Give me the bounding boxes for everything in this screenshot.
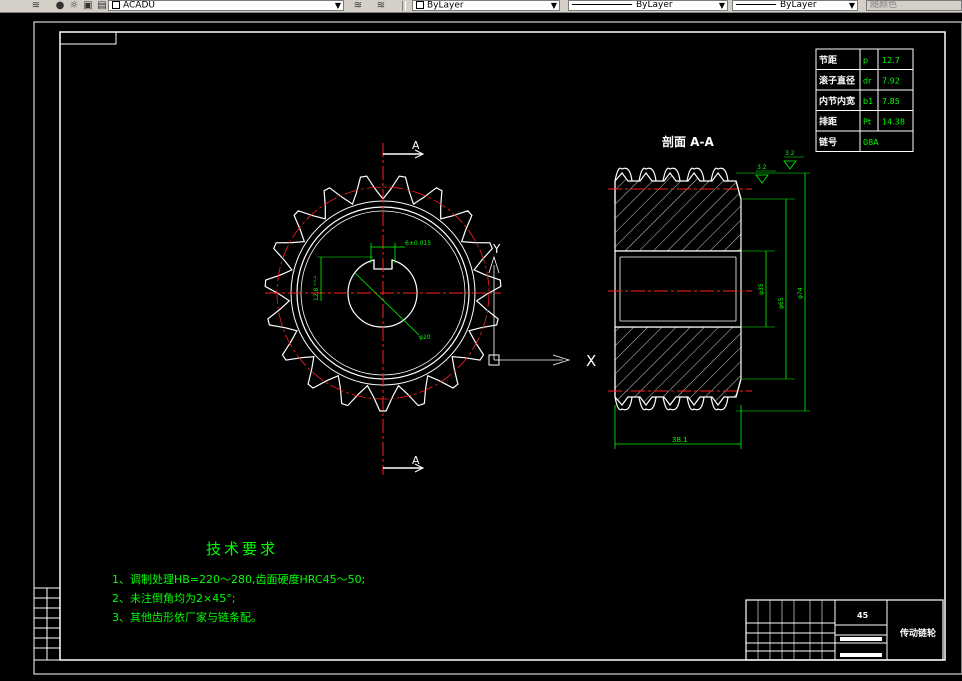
param-value: 7.85 [882,97,900,106]
layer-on-icon[interactable]: ● [55,0,65,11]
chevron-down-icon: ▼ [550,1,557,10]
chevron-down-icon: ▼ [334,1,341,10]
layer-color-swatch [112,1,120,9]
make-current-layer-icon[interactable]: ≋ [353,0,363,11]
keyway-depth-dim-text: 12.8 ⁺⁰·¹ [313,275,320,301]
root-dim-text: φ65 [778,297,785,309]
section-bottom-teeth [614,375,742,411]
color-dropdown[interactable]: ByLayer ▼ [412,0,560,11]
layer-plot-icon[interactable]: ▤ [97,0,107,11]
sheet-outer-border [33,21,962,675]
bore-dim-text: φ20 [419,334,431,341]
param-label: 内节内宽 [819,95,855,107]
ucs-y-arrow [488,255,500,274]
width-dim-text: 38.1 [672,436,688,444]
ucs-y-label: Y [492,242,501,256]
pitch-circle [276,186,490,400]
plotstyle-dropdown[interactable]: 随颜色 [866,0,962,11]
toolbar-separator [402,1,406,11]
parameter-table: 节距 p 12.7 滚子直径 dr 7.92 内节内宽 b1 7.85 排距 Pt 14.38 链号 08… [815,48,914,152]
tech-req-item-1: 1、调制处理HB=220～280,齿面硬度HRC45～50; [112,572,365,586]
tech-req-title: 技术要求 [206,540,278,558]
chamfer-text-b: 3.2 [785,150,795,157]
properties-toolbar: ≋ ● ☼ ▣ ▤ ACADU ▼ ≋ ≋ ByLayer ▼ ByLayer … [0,0,962,13]
tech-req-item-2: 2、未注倒角均为2×45°; [112,591,235,605]
lineweight-preview [736,4,776,5]
section-view-a-a: 剖面 A-A 38.1 φ35 φ65 φ74 [608,134,810,449]
param-label: 链号 [819,136,837,148]
drawing-svg: 6±0.015 12.8 ⁺⁰·¹ φ20 X Y A A 剖面 A-A [33,21,962,675]
section-top-teeth [614,167,742,203]
section-bore [614,250,742,328]
hub-dim-text: φ35 [758,283,765,295]
left-revision-strip [33,587,61,661]
param-symbol: b1 [863,97,873,106]
chamfer-symbol-b [783,160,797,170]
sprocket-teeth-outline [264,175,502,412]
param-label: 节距 [819,54,837,66]
ucs-x-label: X [586,352,596,370]
color-swatch [416,1,424,9]
chamfer-symbol-a [755,174,769,184]
section-arrow-top [414,149,425,159]
param-symbol: Pt [863,118,871,127]
layer-dropdown[interactable]: ACADU ▼ [108,0,344,11]
param-value: 14.38 [882,118,905,127]
keyway-dim-text: 6±0.015 [405,240,431,247]
chevron-down-icon: ▼ [848,1,855,10]
param-value: 12.7 [882,56,900,65]
param-label: 滚子直径 [819,75,855,87]
section-arrow-bottom [414,463,425,473]
chevron-down-icon: ▼ [718,1,725,10]
tech-req-item-3: 3、其他齿形依厂家与链条配。 [112,610,262,624]
outer-dim-text: φ74 [797,287,804,299]
sheet-inner-border [59,31,946,661]
lineweight-dropdown[interactable]: ByLayer ▼ [732,0,858,11]
ucs-x-arrow [552,354,571,366]
layer-manager-icon[interactable]: ≋ [31,0,41,11]
section-upper-hatch [614,172,742,252]
bore-dim-leader [354,272,420,336]
title-block: 45 传动链轮 [745,599,944,661]
drawing-number-box [59,31,117,45]
technical-requirements: 技术要求 1、调制处理HB=220～280,齿面硬度HRC45～50; 2、未注… [112,540,365,624]
layer-lock-icon[interactable]: ▣ [83,0,93,11]
param-value: 7.92 [882,77,900,86]
layer-previous-icon[interactable]: ≋ [376,0,386,11]
title-block-material: 45 [857,611,869,620]
linetype-preview [572,4,632,5]
chamfer-text-a: 3.2 [757,164,767,171]
param-table-frame [815,48,914,152]
param-label: 排距 [819,116,837,128]
section-lower-hatch [614,326,742,406]
title-block-part-name: 传动链轮 [899,627,936,639]
param-symbol: 08A [863,138,879,147]
layer-freeze-icon[interactable]: ☼ [69,0,79,11]
param-symbol: dr [863,77,872,86]
sprocket-front-view: 6±0.015 12.8 ⁺⁰·¹ φ20 X Y A A [264,139,596,475]
section-mark-top: A [412,139,420,152]
linetype-dropdown[interactable]: ByLayer ▼ [568,0,728,11]
section-title: 剖面 A-A [662,134,714,149]
param-symbol: p [863,56,868,65]
drawing-canvas[interactable]: 6±0.015 12.8 ⁺⁰·¹ φ20 X Y A A 剖面 A-A [0,13,962,677]
section-mark-bottom: A [412,454,420,467]
